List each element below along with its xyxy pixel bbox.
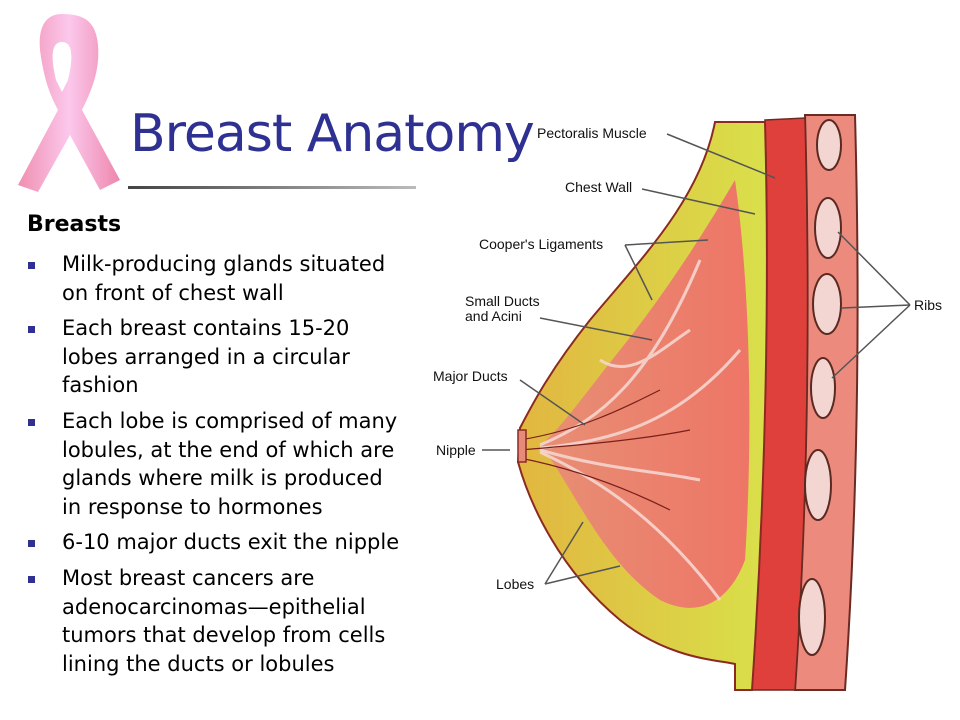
bullet-list: Milk-producing glands situated on front … bbox=[27, 250, 399, 685]
bullet-text: Most breast cancers are bbox=[62, 565, 315, 590]
label-ribs: Ribs bbox=[914, 297, 943, 313]
label-coopers-ligaments: Cooper's Ligaments bbox=[479, 236, 604, 252]
bullet-text: on front of chest wall bbox=[62, 280, 284, 305]
label-arrows bbox=[482, 133, 911, 585]
bullet-item: Milk-producing glands situated on front … bbox=[27, 250, 399, 307]
rib-ovals bbox=[798, 119, 842, 656]
label-lobes: Lobes bbox=[496, 576, 535, 592]
bullet-text: 6-10 major ducts exit the nipple bbox=[62, 530, 400, 555]
bullet-text: lining the ducts or lobules bbox=[62, 651, 335, 676]
bullet-item: Each lobe is comprised of many lobules, … bbox=[27, 407, 399, 521]
label-pectoralis-muscle: Pectoralis Muscle bbox=[537, 125, 647, 141]
label-major-ducts: Major Ducts bbox=[433, 368, 508, 384]
bullet-text: Each breast contains 15-20 bbox=[62, 316, 350, 341]
bullet-text: fashion bbox=[62, 373, 139, 398]
label-acini: and Acini bbox=[465, 308, 522, 324]
bullet-item: 6-10 major ducts exit the nipple bbox=[27, 528, 399, 557]
bullet-text: Each lobe is comprised of many bbox=[62, 408, 398, 433]
bullet-text: glands where milk is produced bbox=[62, 466, 383, 491]
bullet-square-icon bbox=[28, 326, 35, 334]
bullet-text: adenocarcinomas—epithelial bbox=[62, 594, 366, 619]
bullet-text: tumors that develop from cells bbox=[62, 623, 386, 648]
bullet-square-icon bbox=[28, 418, 35, 426]
slide-title: Breast Anatomy bbox=[130, 104, 535, 164]
breast-anatomy-illustration bbox=[482, 114, 911, 691]
label-nipple: Nipple bbox=[436, 442, 476, 458]
title-underline bbox=[128, 186, 416, 189]
bullet-item: Each breast contains 15-20 lobes arrange… bbox=[27, 314, 399, 400]
bullet-square-icon bbox=[28, 262, 35, 269]
bullet-text: lobules, at the end of which are bbox=[62, 437, 395, 462]
bullet-text: Milk-producing glands situated bbox=[62, 252, 386, 276]
bullet-text: lobes arranged in a circular bbox=[62, 344, 350, 369]
label-small-ducts: Small Ducts bbox=[465, 293, 540, 309]
bullet-item: Most breast cancers are adenocarcinomas—… bbox=[27, 564, 399, 678]
bullet-square-icon bbox=[28, 540, 35, 548]
section-heading: Breasts bbox=[27, 212, 122, 237]
label-chest-wall: Chest Wall bbox=[565, 179, 633, 195]
bullet-square-icon bbox=[28, 575, 35, 583]
bullet-text: in response to hormones bbox=[62, 494, 323, 519]
